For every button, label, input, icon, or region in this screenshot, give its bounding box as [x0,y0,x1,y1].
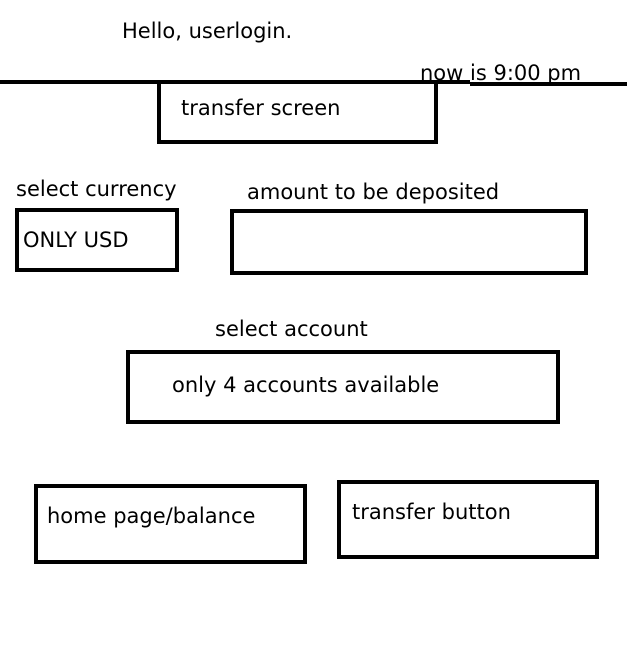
screen-title: transfer screen [181,96,341,120]
transfer-button[interactable]: transfer button [337,480,599,559]
currency-select-value: ONLY USD [23,228,129,252]
account-select[interactable]: only 4 accounts available [126,350,560,424]
currency-select[interactable]: ONLY USD [15,208,179,272]
amount-label: amount to be deposited [247,180,500,204]
header-divider-right [470,82,627,86]
account-label: select account [215,317,368,341]
account-select-value: only 4 accounts available [172,373,440,397]
transfer-button-label: transfer button [352,500,511,524]
greeting-text: Hello, userlogin. [122,19,293,43]
home-balance-button-label: home page/balance [47,504,256,528]
home-balance-button[interactable]: home page/balance [34,484,307,564]
screen-title-box: transfer screen [157,80,438,144]
amount-input[interactable] [230,209,588,275]
currency-label: select currency [16,177,177,201]
